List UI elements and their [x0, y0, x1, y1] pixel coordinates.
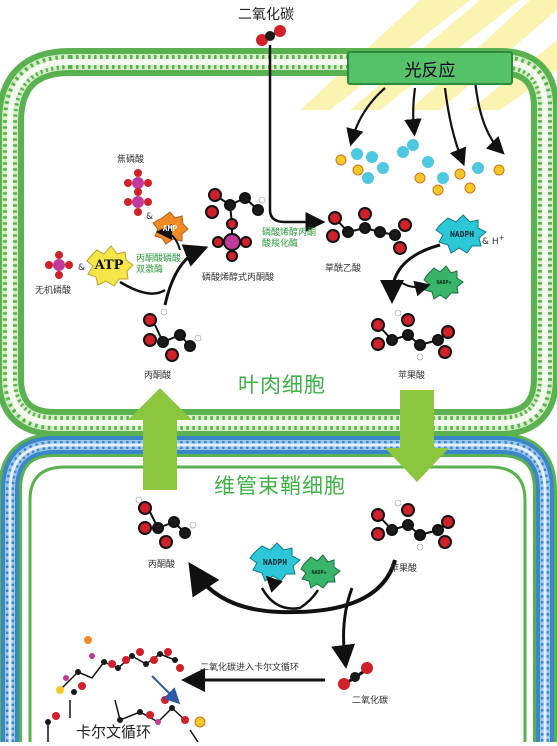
pyruvate-top-molecule — [143, 308, 202, 362]
nadp-bottom-label: NADP+ — [311, 570, 327, 576]
pyrophosphate-molecule — [124, 169, 152, 216]
atp-label: ATP — [94, 257, 124, 273]
amp-label: AMP — [162, 223, 178, 233]
calvin-cycle-atoms — [45, 636, 206, 728]
malate-top-molecule — [371, 309, 455, 361]
h-plus-text: & H — [482, 237, 499, 247]
h-plus-sup: + — [498, 234, 505, 242]
malate-top-label: 苹果酸 — [398, 371, 426, 381]
co2-top-label: 二氧化碳 — [238, 7, 294, 23]
oaa-molecule — [326, 207, 412, 255]
pyruvate-transport-arrow — [128, 388, 192, 490]
pi-label: 无机磷酸 — [35, 286, 72, 296]
co2-bottom-label: 二氧化碳 — [352, 696, 389, 706]
nadph-top-badge — [435, 214, 487, 254]
light-reaction-label: 光反应 — [404, 60, 456, 81]
mesophyll-cell-label: 叶肉细胞 — [238, 373, 326, 397]
nadph-bottom-badge — [249, 542, 301, 582]
pyruvate-bottom-label: 丙酮酸 — [148, 560, 176, 570]
amp-release-arrow — [156, 224, 181, 251]
co2-release-arrow — [331, 587, 356, 669]
pep-label: 磷酸烯醇式丙酮酸 — [202, 273, 275, 283]
nadp-bottom-badge — [300, 554, 341, 589]
nadp-top-label: NADP+ — [436, 280, 452, 286]
mesophyll-membrane — [0, 48, 557, 437]
light-reaction-arrows — [346, 79, 505, 167]
bundle-sheath-membrane — [0, 433, 557, 742]
co2-molecule-bottom — [338, 662, 373, 690]
pyruvate-top-label: 丙酮酸 — [144, 371, 172, 381]
oaa-label: 草酰乙酸 — [325, 264, 362, 274]
malate-transport-arrow — [385, 390, 449, 482]
pep-molecule — [205, 188, 266, 262]
nadp-release-arrow — [397, 279, 431, 297]
pepc-label: 磷酸烯醇丙酮酸羧化酶 — [262, 228, 317, 249]
bundle-sheath-cell-label: 维管束鞘细胞 — [214, 474, 346, 498]
light-products — [335, 139, 505, 196]
atp-badge — [86, 245, 134, 287]
co2-molecule-top — [256, 25, 286, 46]
atp-ampersand: & — [78, 263, 86, 273]
h-plus-label: & H+ — [482, 234, 505, 247]
nadph-top-label: NADPH — [449, 229, 475, 239]
oaa-to-malate-arrow — [380, 243, 441, 304]
pyruvate-to-pep-arrow — [163, 244, 209, 306]
atp-consume-arrow — [119, 280, 166, 295]
co2-entry-arrow — [268, 45, 326, 232]
malate-bottom-molecule — [371, 499, 455, 551]
nadph-bottom-label: NADPH — [262, 557, 288, 567]
malate-bottom-label: 苹果酸 — [390, 564, 418, 574]
pyruvate-bottom-molecule — [135, 496, 197, 549]
nadp-reduce-arrow — [260, 587, 320, 610]
calvin-cycle-label: 卡尔文循环 — [76, 723, 152, 741]
co2-enter-calvin-label: 二氧化碳进入卡尔文循环 — [200, 663, 300, 673]
pyrophosphate-label: 焦磷酸 — [117, 155, 145, 165]
decarboxylation-arrow — [188, 559, 397, 615]
ppdk-label: 丙酮酸磷酸双激酶 — [136, 254, 182, 275]
amp-ampersand: & — [146, 212, 154, 222]
light-reaction-box: 光反应 — [347, 51, 513, 85]
calvin-blue-arrow — [151, 675, 181, 705]
pi-molecule — [45, 251, 73, 279]
